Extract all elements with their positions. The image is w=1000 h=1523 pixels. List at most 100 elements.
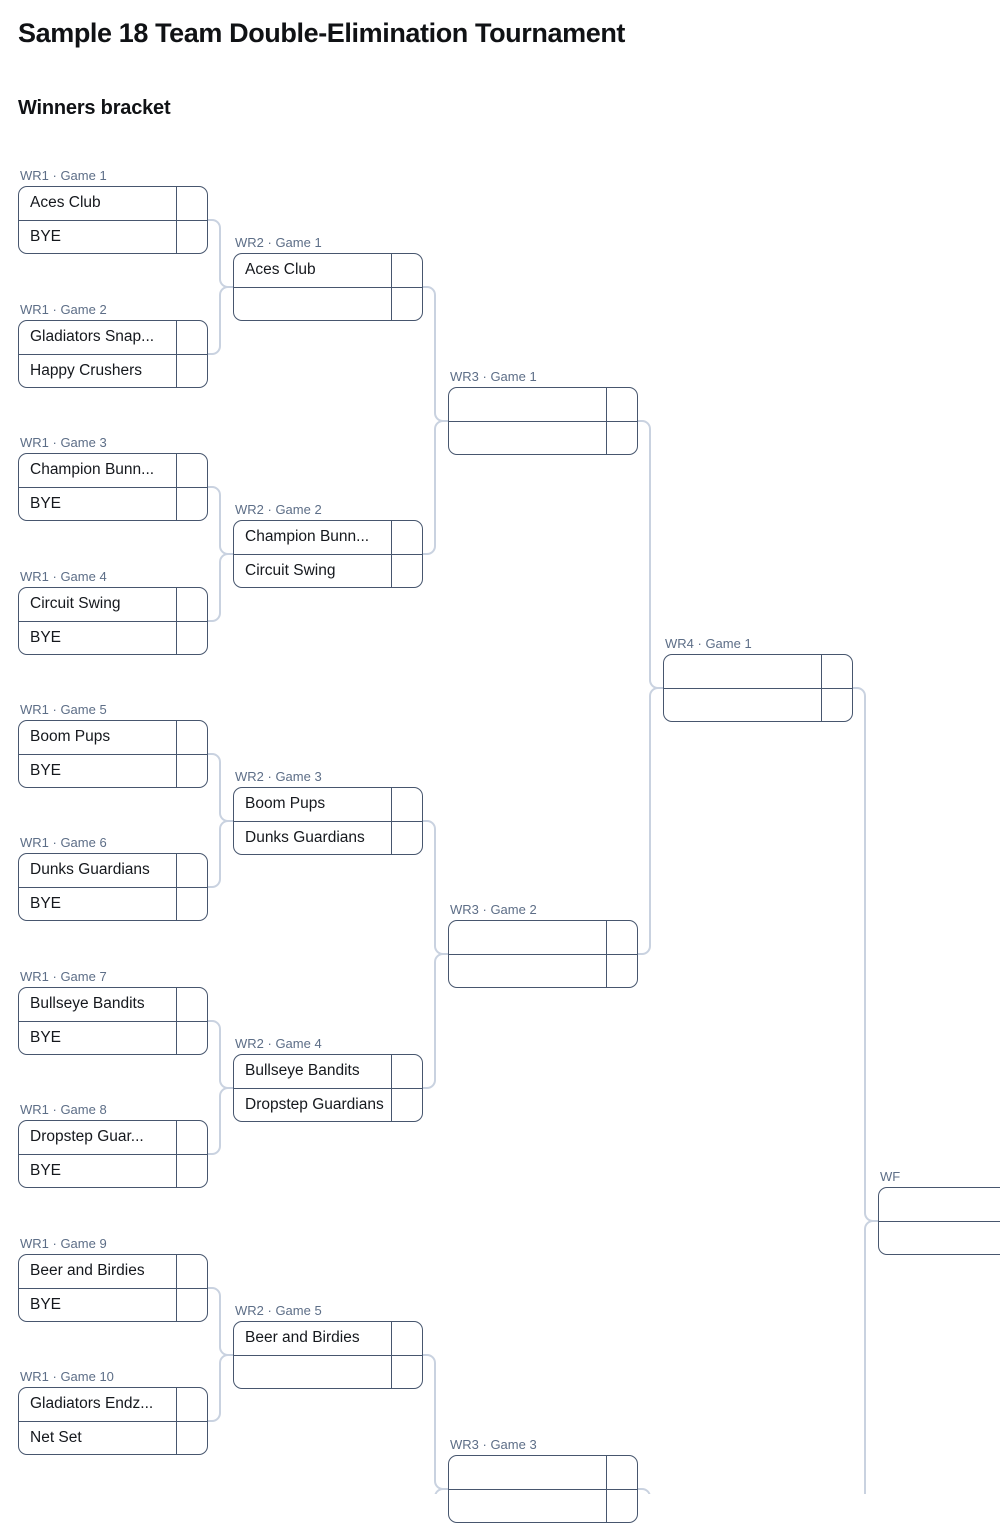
participant-row[interactable]: BYE [19, 1021, 207, 1054]
connector-line [423, 420, 448, 555]
match-wr1-game-5[interactable]: WR1 · Game 5 Boom Pups BYE [18, 702, 208, 788]
team-name [664, 655, 822, 688]
participant-row[interactable]: Champion Bunn... [234, 521, 422, 555]
participant-row[interactable]: BYE [19, 754, 207, 787]
match-label: WR1 · Game 1 [20, 168, 107, 183]
participant-row[interactable]: Aces Club [234, 254, 422, 288]
participant-row[interactable]: Beer and Birdies [19, 1255, 207, 1289]
participant-row[interactable]: BYE [19, 887, 207, 920]
participant-row[interactable]: Dunks Guardians [234, 821, 422, 855]
team-name [234, 287, 392, 320]
participant-row[interactable]: Dunks Guardians [19, 854, 207, 888]
match-wr2-game-5[interactable]: WR2 · Game 5 Beer and Birdies [233, 1303, 423, 1389]
participant-row[interactable]: Dropstep Guar... [19, 1121, 207, 1155]
team-name [234, 1355, 392, 1388]
participant-row[interactable] [449, 921, 637, 955]
participant-row[interactable] [449, 388, 637, 422]
team-name [449, 1489, 607, 1522]
participant-row[interactable]: Net Set [19, 1421, 207, 1455]
match-wr4-game-1[interactable]: WR4 · Game 1 [663, 636, 853, 722]
participant-row[interactable]: Dropstep Guardians [234, 1088, 422, 1121]
match-wf[interactable]: WF [878, 1169, 1000, 1255]
team-name: Dunks Guardians [234, 821, 392, 854]
team-name [449, 388, 607, 421]
score-cell [607, 921, 637, 954]
team-name: BYE [19, 621, 177, 654]
match-wr3-game-2[interactable]: WR3 · Game 2 [448, 902, 638, 988]
participant-row[interactable] [449, 421, 637, 455]
participant-row[interactable] [449, 954, 637, 987]
match-wr3-game-3[interactable]: WR3 · Game 3 [448, 1437, 638, 1523]
participant-row[interactable]: BYE [19, 621, 207, 654]
participant-row[interactable]: Aces Club [19, 187, 207, 221]
participant-row[interactable] [234, 1355, 422, 1389]
match-wr1-game-2[interactable]: WR1 · Game 2 Gladiators Snap... Happy Cr… [18, 302, 208, 388]
participant-row[interactable] [879, 1188, 1000, 1222]
participant-row[interactable] [449, 1456, 637, 1490]
team-name: Circuit Swing [234, 554, 392, 587]
participant-row[interactable]: BYE [19, 1288, 207, 1321]
score-cell [177, 355, 207, 388]
match-wr1-game-1[interactable]: WR1 · Game 1 Aces Club BYE [18, 168, 208, 254]
team-name [879, 1222, 1000, 1255]
team-name: BYE [19, 220, 177, 253]
participant-row[interactable]: BYE [19, 487, 207, 520]
participant-row[interactable]: Boom Pups [19, 721, 207, 755]
participant-row[interactable] [879, 1222, 1000, 1255]
match-wr1-game-7[interactable]: WR1 · Game 7 Bullseye Bandits BYE [18, 969, 208, 1055]
team-name: Dropstep Guar... [19, 1121, 177, 1154]
page-title: Sample 18 Team Double-Elimination Tourna… [18, 18, 625, 48]
participant-row[interactable]: Circuit Swing [234, 554, 422, 587]
connector-line [208, 1354, 233, 1422]
connector-line [638, 420, 663, 689]
score-cell [177, 588, 207, 621]
score-cell [607, 1490, 637, 1523]
connector-line [208, 286, 233, 355]
score-cell [607, 422, 637, 455]
team-name: Gladiators Snap... [19, 321, 177, 354]
match-label: WR2 · Game 2 [235, 502, 322, 517]
match-wr1-game-9[interactable]: WR1 · Game 9 Beer and Birdies BYE [18, 1236, 208, 1322]
score-cell [177, 1422, 207, 1455]
match-wr1-game-6[interactable]: WR1 · Game 6 Dunks Guardians BYE [18, 835, 208, 921]
match-wr2-game-2[interactable]: WR2 · Game 2 Champion Bunn... Circuit Sw… [233, 502, 423, 588]
match-wr3-game-1[interactable]: WR3 · Game 1 [448, 369, 638, 455]
participant-row[interactable]: Bullseye Bandits [234, 1055, 422, 1089]
participant-row[interactable]: Beer and Birdies [234, 1322, 422, 1356]
connector-line [864, 1220, 878, 1494]
match-wr2-game-1[interactable]: WR2 · Game 1 Aces Club [233, 235, 423, 321]
participant-row[interactable]: Happy Crushers [19, 354, 207, 388]
score-cell [392, 1356, 422, 1389]
participant-row[interactable] [234, 287, 422, 320]
score-cell [607, 388, 637, 421]
match-wr2-game-3[interactable]: WR2 · Game 3 Boom Pups Dunks Guardians [233, 769, 423, 855]
section-title-winners-bracket: Winners bracket [18, 97, 171, 119]
team-name: Net Set [19, 1421, 177, 1454]
participant-row[interactable] [664, 688, 852, 721]
match-wr1-game-4[interactable]: WR1 · Game 4 Circuit Swing BYE [18, 569, 208, 655]
match-wr1-game-10[interactable]: WR1 · Game 10 Gladiators Endz... Net Set [18, 1369, 208, 1455]
participant-row[interactable]: Bullseye Bandits [19, 988, 207, 1022]
participant-row[interactable] [664, 655, 852, 689]
team-name [449, 954, 607, 987]
participant-row[interactable]: BYE [19, 220, 207, 253]
score-cell [177, 187, 207, 220]
team-name [449, 921, 607, 954]
participant-row[interactable]: BYE [19, 1154, 207, 1187]
connector-line [423, 1354, 448, 1490]
participant-row[interactable]: Champion Bunn... [19, 454, 207, 488]
participant-row[interactable]: Boom Pups [234, 788, 422, 822]
match-wr1-game-3[interactable]: WR1 · Game 3 Champion Bunn... BYE [18, 435, 208, 521]
score-cell [392, 822, 422, 855]
connector-line [423, 953, 448, 1089]
match-wr2-game-4[interactable]: WR2 · Game 4 Bullseye Bandits Dropstep G… [233, 1036, 423, 1122]
match-wr1-game-8[interactable]: WR1 · Game 8 Dropstep Guar... BYE [18, 1102, 208, 1188]
team-name: BYE [19, 487, 177, 520]
participant-row[interactable]: Circuit Swing [19, 588, 207, 622]
participant-row[interactable]: Gladiators Endz... [19, 1388, 207, 1422]
score-cell [392, 521, 422, 554]
connector-line [853, 687, 878, 1222]
participant-row[interactable] [449, 1489, 637, 1523]
participant-row[interactable]: Gladiators Snap... [19, 321, 207, 355]
